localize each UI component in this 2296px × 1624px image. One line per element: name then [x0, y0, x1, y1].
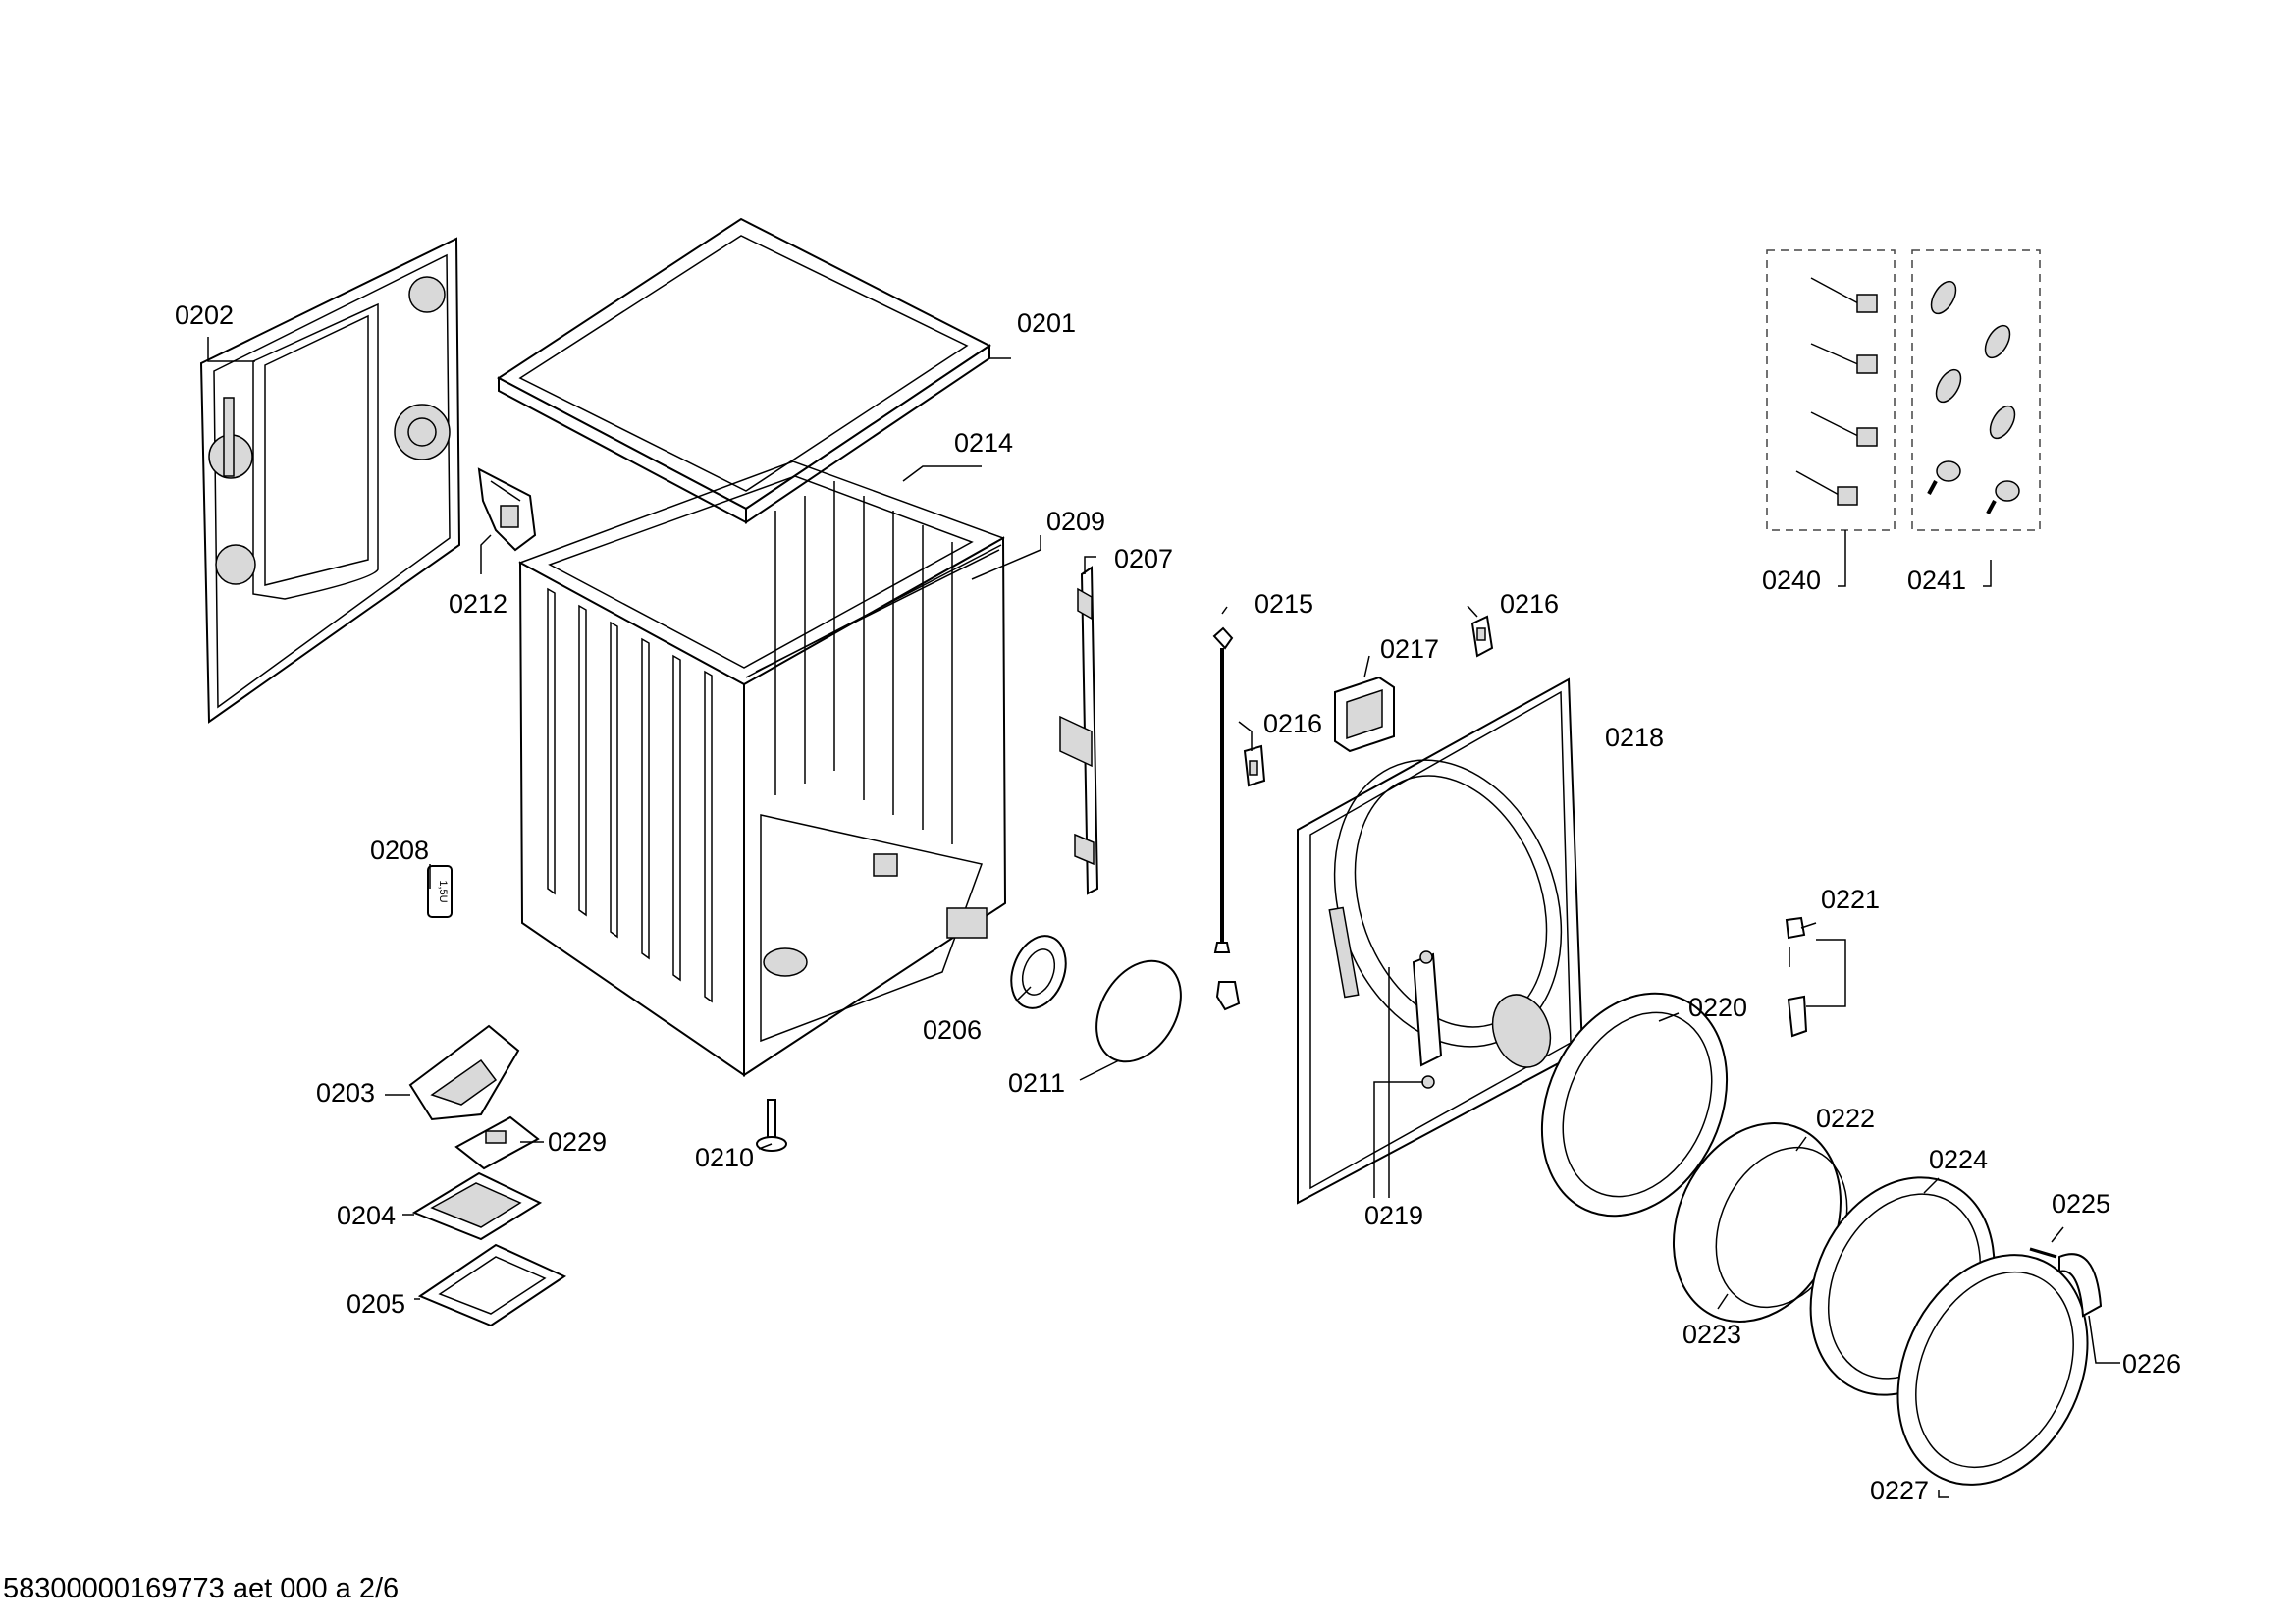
kit-box-0241: [1911, 249, 2041, 531]
label-0225: 0225: [2052, 1189, 2110, 1218]
label-0240: 0240: [1762, 566, 1821, 595]
label-0209: 0209: [1046, 507, 1105, 536]
label-0216-top: 0216: [1500, 589, 1559, 619]
door-outer-ring-part-0227: [1896, 1254, 2089, 1486]
label-0224: 0224: [1929, 1145, 1988, 1174]
label-0217: 0217: [1380, 634, 1439, 664]
front-panel-part: [1297, 677, 1584, 1205]
door-hinge-part: [1412, 950, 1443, 1089]
control-housing-part: [408, 1024, 520, 1121]
label-0205: 0205: [347, 1289, 405, 1319]
module-part-0204: [411, 1171, 543, 1241]
label-0229: 0229: [548, 1127, 607, 1157]
label-0202: 0202: [175, 300, 234, 330]
worktop-part: [497, 217, 991, 524]
label-0219: 0219: [1364, 1201, 1423, 1230]
label-0212: 0212: [449, 589, 507, 619]
label-0241: 0241: [1907, 566, 1966, 595]
spring-part-0208: 1,5U: [427, 865, 453, 918]
label-0210: 0210: [695, 1143, 754, 1172]
label-0214: 0214: [954, 428, 1013, 458]
door-frame-part-0220: [1540, 992, 1729, 1218]
clip-part-0216-top: [1470, 615, 1494, 658]
label-0222: 0222: [1816, 1104, 1875, 1133]
label-0226: 0226: [2122, 1349, 2181, 1379]
board-part-0229: [454, 1115, 540, 1170]
leader-lines: [207, 337, 2120, 1498]
carrier-part-0205: [417, 1243, 567, 1327]
label-0203: 0203: [316, 1078, 375, 1108]
clip-part-0216-left: [1243, 744, 1266, 787]
label-0206: 0206: [923, 1015, 982, 1045]
kit-box-0240: [1766, 249, 1896, 531]
footer-document-id: 58300000169773 aet 000 a 2/6: [3, 1573, 399, 1604]
label-0223: 0223: [1682, 1320, 1741, 1349]
ring-part-0206: [1010, 935, 1067, 1009]
label-0211: 0211: [1008, 1068, 1065, 1098]
label-0208: 0208: [370, 836, 429, 865]
label-0218: 0218: [1605, 723, 1664, 752]
pin-part-0225: [2029, 1247, 2057, 1259]
rail-part-0207: [1059, 566, 1099, 895]
foot-part-0210: [756, 1099, 787, 1152]
callout-labels: 0202 0201 0214 0209 0207 0212 0215 0216 …: [175, 300, 2181, 1505]
label-0201: 0201: [1017, 308, 1076, 338]
label-0220: 0220: [1688, 993, 1747, 1022]
cabinet-housing-part: [518, 460, 1007, 1077]
label-0207: 0207: [1114, 544, 1173, 573]
latch-part-0221: [1785, 916, 1808, 1038]
label-0221: 0221: [1821, 885, 1880, 914]
label-0216-left: 0216: [1263, 709, 1322, 738]
back-panel-part: [199, 237, 461, 724]
spring-marking: 1,5U: [437, 880, 449, 902]
door-lock-part: [1334, 676, 1395, 753]
label-0227: 0227: [1870, 1476, 1929, 1505]
rod-part-0215: [1212, 626, 1234, 953]
label-0204: 0204: [337, 1201, 396, 1230]
label-0215: 0215: [1255, 589, 1313, 619]
handle-part-0226: [2058, 1253, 2103, 1318]
bracket-part-0212: [477, 467, 537, 552]
clip-part-bottom: [1215, 981, 1241, 1011]
cover-part-0211: [1095, 959, 1182, 1063]
